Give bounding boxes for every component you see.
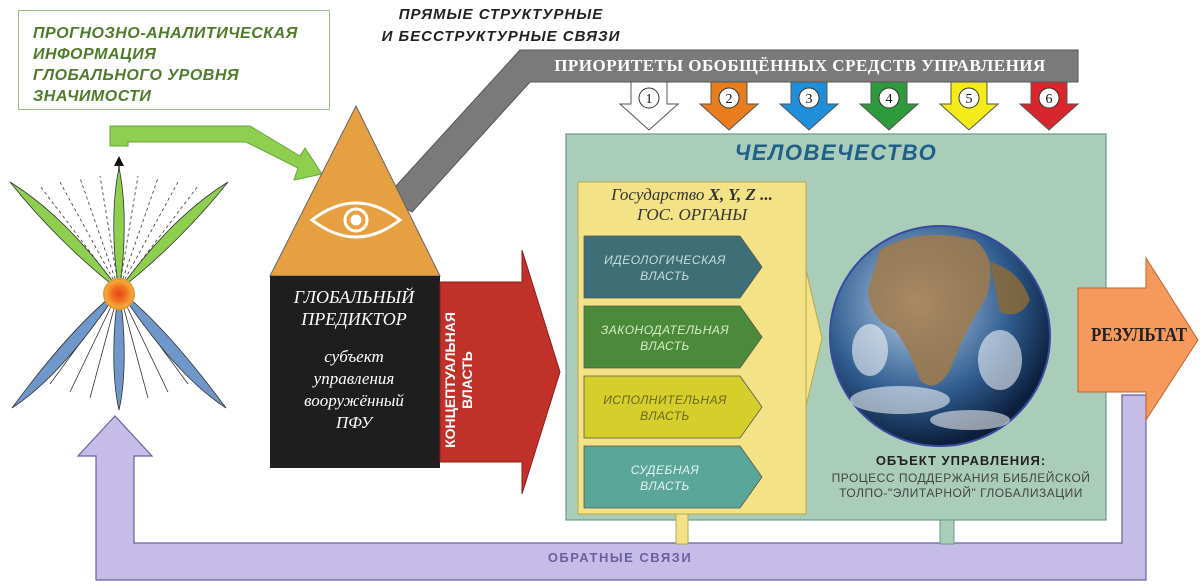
priority-number-1: 1 [646, 92, 653, 107]
earth-clouds [850, 324, 1022, 430]
core-node [103, 278, 135, 310]
humanity-feedback-pipe [939, 519, 955, 545]
state-label: Государство X, Y, Z ... ГОС. ОРГАНЫ [578, 185, 806, 225]
info-box: ПРОГНОЗНО-АНАЛИТИЧЕСКАЯ ИНФОРМАЦИЯ ГЛОБА… [18, 10, 330, 110]
feedback-arrow [76, 394, 1147, 581]
priority-number-4: 4 [886, 92, 893, 107]
priority-badge-6 [1038, 87, 1060, 109]
priority-number-5: 5 [966, 92, 973, 107]
blades [9, 167, 229, 411]
conceptual-power-label: КОНЦЕПТУАЛЬНАЯ ВЛАСТЬ [442, 312, 475, 448]
state-feedback-pipe [675, 513, 689, 545]
control-object-title: ОБЪЕКТ УПРАВЛЕНИЯ: [875, 453, 1047, 468]
branch-arrow-judicial [583, 445, 763, 509]
state-prefix: Государство [611, 185, 709, 204]
top-arrowhead-icon [114, 156, 124, 166]
state-to-earth-arrow [805, 269, 823, 407]
result-label: РЕЗУЛЬТАТ [1091, 324, 1187, 346]
branch-label-ideological: ИДЕОЛОГИЧЕСКАЯ ВЛАСТЬ [604, 253, 726, 283]
priority-arrows: 1 2 3 4 5 6 [618, 81, 1080, 131]
branch-arrows [583, 235, 763, 509]
branch-arrow-legislative [583, 305, 763, 369]
branch-arrow-executive [583, 375, 763, 439]
info-arrow [109, 125, 323, 181]
priority-badge-1 [638, 87, 660, 109]
links-label: ПРЯМЫЕ СТРУКТУРНЫЕ И БЕССТРУКТУРНЫЕ СВЯЗ… [381, 6, 621, 45]
predictor-title: ГЛОБАЛЬНЫЙ ПРЕДИКТОР [293, 287, 415, 329]
branch-arrow-ideological [583, 235, 763, 299]
result-arrow [1077, 256, 1199, 422]
branch-label-legislative: ЗАКОНОДАТЕЛЬНАЯ ВЛАСТЬ [600, 323, 730, 353]
state-names: X, Y, Z ... [708, 185, 773, 204]
control-object-description: ПРОЦЕСС ПОДДЕРЖАНИЯ БИБЛЕЙСКОЙ ТОЛПО-"ЭЛ… [831, 471, 1091, 500]
feedback-label: ОБРАТНЫЕ СВЯЗИ [547, 550, 693, 565]
predictor-subtitle: субъект управления вооружённый ПФУ [304, 347, 404, 432]
priority-number-2: 2 [726, 92, 733, 107]
priority-badge-2 [718, 87, 740, 109]
priority-number-3: 3 [806, 92, 813, 107]
state-organs: ГОС. ОРГАНЫ [636, 205, 748, 224]
branch-label-executive: ИСПОЛНИТЕЛЬНАЯ ВЛАСТЬ [603, 393, 727, 423]
predictor-box [270, 276, 440, 468]
priority-number-6: 6 [1046, 92, 1053, 107]
branch-label-judicial: СУДЕБНАЯ ВЛАСТЬ [630, 463, 700, 493]
info-box-text: ПРОГНОЗНО-АНАЛИТИЧЕСКАЯ ИНФОРМАЦИЯ ГЛОБА… [33, 25, 298, 105]
priorities-bar [384, 49, 1079, 213]
priority-badge-5 [958, 87, 980, 109]
eye-icon [309, 201, 403, 239]
priority-badge-3 [798, 87, 820, 109]
priorities-label: ПРИОРИТЕТЫ ОБОБЩЁННЫХ СРЕДСТВ УПРАВЛЕНИЯ [554, 56, 1046, 75]
earth-continents [868, 234, 1030, 386]
priority-badge-4 [878, 87, 900, 109]
humanity-title: ЧЕЛОВЕЧЕСТВО [734, 140, 938, 165]
conceptual-arrow [439, 249, 561, 495]
